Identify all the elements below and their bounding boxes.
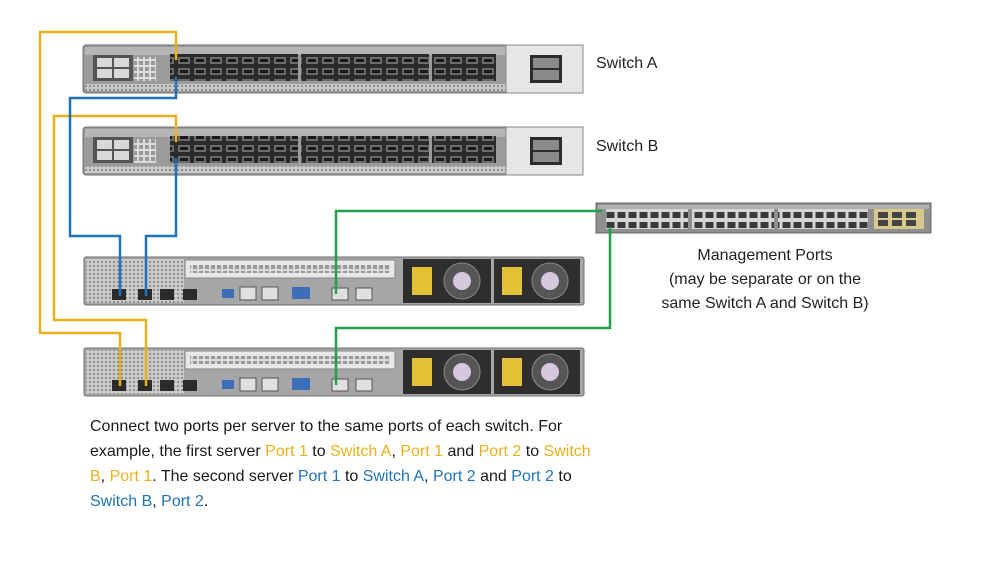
caption-switch-ref: Switch A xyxy=(362,468,425,485)
caption-switch-ref: Switch B xyxy=(90,443,591,485)
caption-text: to xyxy=(521,443,544,460)
caption-text: to xyxy=(553,468,572,485)
green-cable-server-1 xyxy=(334,209,602,294)
caption-text: . xyxy=(203,493,209,510)
caption-text: and xyxy=(443,443,479,460)
caption-port-ref: Port 2 xyxy=(478,443,522,460)
caption-port-ref: Port 2 xyxy=(432,468,476,485)
management-switch-device xyxy=(595,202,932,234)
caption-text: to xyxy=(307,443,331,460)
caption-text: Connect two ports per server to the same… xyxy=(90,418,563,460)
management-ports-label: Management Ports (may be separate or on … xyxy=(615,244,915,316)
yellow-cable-switch-b xyxy=(52,114,178,386)
blue-cable-switch-b xyxy=(144,158,178,296)
server-2-device xyxy=(83,347,585,397)
caption-port-ref: Port 1 xyxy=(297,468,341,485)
caption-port-ref: Port 1 xyxy=(265,443,308,460)
caption-switch-ref: Switch A xyxy=(330,443,392,460)
switch-b-label: Switch B xyxy=(596,138,659,155)
caption-text: , xyxy=(100,468,110,485)
switch-b-device xyxy=(82,126,584,176)
caption-port-ref: Port 1 xyxy=(109,468,153,485)
management-ports-note-2: same Switch A and Switch B) xyxy=(661,295,869,312)
caption-switch-ref: Switch B xyxy=(90,493,153,510)
green-cable-server-2 xyxy=(334,227,612,385)
yellow-cable-switch-a xyxy=(38,30,178,386)
caption-text: . The second server xyxy=(152,468,298,485)
caption-port-ref: Port 2 xyxy=(161,493,204,510)
switch-a-label: Switch A xyxy=(596,55,658,72)
cabling-instructions: Connect two ports per server to the same… xyxy=(90,414,610,514)
management-ports-title: Management Ports xyxy=(697,247,833,264)
caption-port-ref: Port 1 xyxy=(400,443,444,460)
caption-text: , xyxy=(391,443,401,460)
switch-a-device xyxy=(82,44,584,94)
caption-port-ref: Port 2 xyxy=(511,468,554,485)
caption-text: and xyxy=(475,468,512,485)
caption-text: to xyxy=(340,468,363,485)
caption-text: , xyxy=(424,468,433,485)
server-1-device xyxy=(83,256,585,306)
blue-cable-switch-a xyxy=(68,77,178,296)
caption-text: , xyxy=(152,493,162,510)
management-ports-note-1: (may be separate or on the xyxy=(668,271,862,288)
